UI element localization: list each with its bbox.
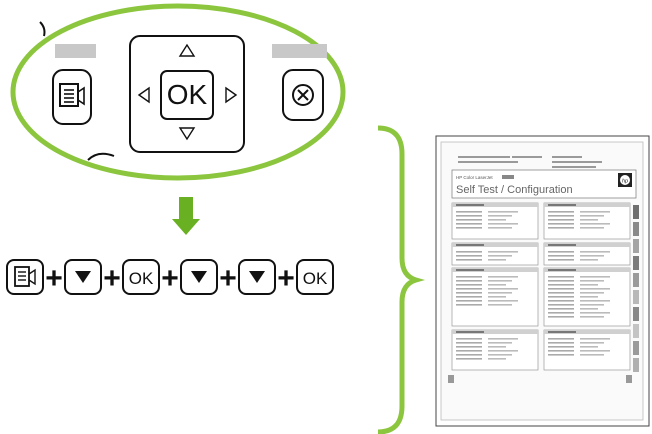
report-section	[451, 242, 539, 266]
report-section	[543, 329, 631, 371]
plus-sign: +	[219, 262, 237, 295]
up-arrow-icon[interactable]	[178, 43, 196, 57]
report-section	[451, 329, 539, 371]
plus-sign: +	[161, 262, 179, 295]
configuration-report-page: HP Color LaserJet Self Test / Configurat…	[435, 135, 650, 427]
calibration-stripe	[633, 205, 639, 372]
ok-button-label: OK	[167, 79, 208, 110]
cancel-button[interactable]	[282, 69, 324, 121]
down-arrow-icon	[191, 271, 207, 283]
panel-edge-bottom	[87, 152, 115, 161]
report-section	[451, 267, 539, 327]
hp-logo: hp	[618, 173, 632, 187]
panel-edge-top	[39, 21, 46, 37]
left-arrow-icon[interactable]	[137, 86, 150, 104]
seq-down-key	[180, 259, 218, 295]
menu-key-label-strip	[55, 44, 96, 58]
right-arrow-icon[interactable]	[225, 86, 238, 104]
key-sequence: + + OK + + + OK	[6, 259, 334, 295]
seq-down-key	[238, 259, 276, 295]
seq-ok-key: OK	[296, 259, 334, 295]
down-arrow-icon[interactable]	[178, 127, 196, 141]
control-panel: OK	[10, 3, 346, 181]
svg-text:hp: hp	[622, 179, 628, 185]
plus-sign: +	[103, 262, 121, 295]
plus-sign: +	[45, 262, 63, 295]
report-printer-name: HP Color LaserJet	[456, 175, 493, 180]
report-section	[543, 267, 631, 327]
report-section	[451, 202, 539, 240]
green-down-arrow	[172, 197, 200, 235]
report-title: Self Test / Configuration	[456, 184, 573, 196]
plus-sign: +	[277, 262, 295, 295]
report-printer-model-bar	[502, 175, 514, 179]
report-sections	[451, 202, 631, 371]
cancel-x-icon	[292, 84, 314, 106]
green-brace	[377, 125, 426, 434]
menu-icon	[59, 83, 85, 107]
ok-label: OK	[303, 269, 328, 288]
seq-down-key	[64, 259, 102, 295]
down-arrow-icon	[75, 271, 91, 283]
down-arrow-icon	[249, 271, 265, 283]
menu-icon	[14, 266, 36, 287]
seq-ok-key: OK	[122, 259, 160, 295]
report-section	[543, 202, 631, 240]
ok-button[interactable]: OK	[160, 70, 214, 120]
menu-button[interactable]	[52, 69, 92, 125]
cancel-key-label-strip	[272, 44, 327, 58]
seq-menu-key	[6, 259, 44, 295]
ok-label: OK	[129, 269, 154, 288]
report-section	[543, 242, 631, 266]
navigation-pad: OK	[129, 35, 245, 153]
